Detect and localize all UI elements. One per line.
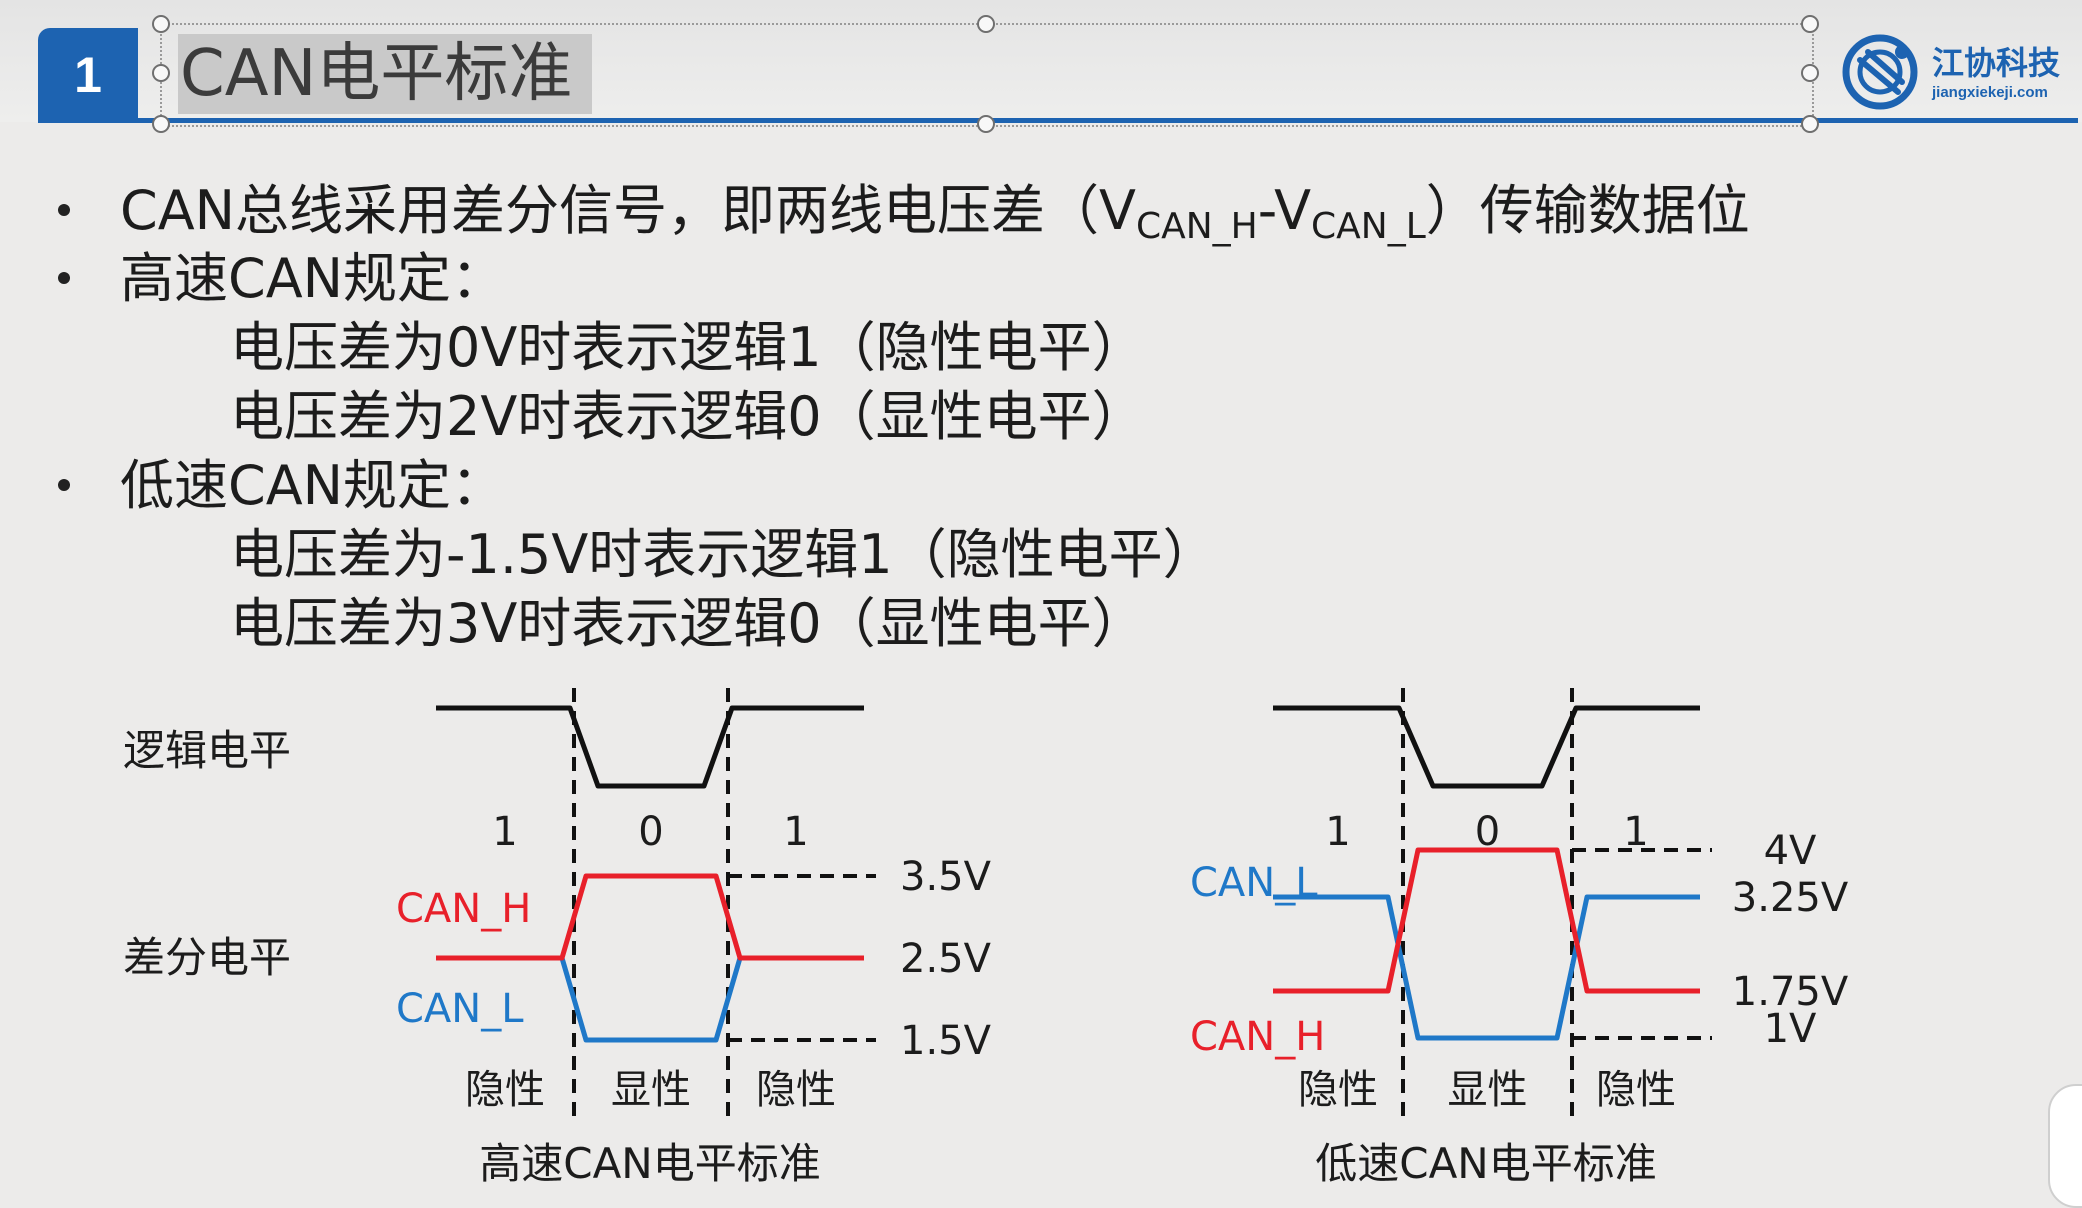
company-logo: 江协科技 jiangxiekeji.com (1838, 30, 2074, 114)
low-speed-bit-2: 1 (1623, 809, 1648, 855)
bullet-dot (58, 272, 70, 284)
high-speed-state-0: 隐性 (465, 1067, 545, 1113)
high-speed-caption: 高速CAN电平标准 (479, 1139, 820, 1188)
low-speed-can-h-waveform (1273, 847, 1700, 994)
low-speed-can-l-waveform (1273, 894, 1700, 1041)
high-speed-state-1: 显性 (611, 1067, 691, 1113)
row-label-logic: 逻辑电平 (123, 726, 291, 775)
low-speed-can-h-label: CAN_H (1190, 1014, 1325, 1060)
logo-url: jiangxiekeji.com (1932, 84, 2048, 101)
high-speed-bit-2: 1 (783, 809, 808, 855)
bullet-text-segment: ）传输数据位 (1425, 179, 1750, 242)
high-speed-bit-0: 1 (492, 809, 517, 855)
subscript-can-h: CAN_H (1135, 206, 1258, 247)
low-speed-logic-waveform (1273, 705, 1700, 789)
slide-title[interactable]: CAN电平标准 (178, 34, 593, 114)
low-speed-bit-1: 0 (1475, 809, 1500, 855)
low-speed-caption: 低速CAN电平标准 (1315, 1139, 1656, 1188)
bullet-text-segment: CAN总线采用差分信号，即两线电压差（V (120, 179, 1136, 242)
low-speed-level-label-0: 4V (1764, 828, 1817, 874)
high-speed-can-h-waveform (436, 873, 864, 961)
bullet-text-segment: -V (1257, 179, 1312, 242)
bullet-subline-2: 电压差为2V时表示逻辑0（显性电平） (230, 385, 1146, 448)
corner-scroll-widget[interactable] (2048, 1084, 2082, 1208)
low-speed-can-l-label: CAN_L (1190, 860, 1318, 906)
high-speed-level-label-2: 1.5V (900, 1018, 992, 1064)
high-speed-state-2: 隐性 (756, 1067, 836, 1113)
resize-handle-bottom-right[interactable] (1801, 115, 1819, 133)
low-speed-state-1: 显性 (1448, 1067, 1528, 1113)
resize-handle-top-center[interactable] (977, 15, 995, 33)
high-speed-logic-waveform (436, 705, 864, 789)
bullet-line-3: 低速CAN规定： (120, 454, 506, 517)
bullet-dot (58, 479, 70, 491)
slide-number-badge: 1 (38, 28, 138, 122)
bullet-subline-1: 电压差为0V时表示逻辑1（隐性电平） (230, 316, 1146, 379)
resize-handle-bottom-center[interactable] (977, 115, 995, 133)
high-speed-level-label-1: 2.5V (900, 936, 992, 982)
title-underline (38, 118, 2078, 123)
high-speed-level-label-0: 3.5V (900, 854, 992, 900)
resize-handle-top-left[interactable] (152, 15, 170, 33)
low-speed-level-label-3: 1V (1764, 1006, 1817, 1052)
low-speed-level-label-2: 1.75V (1732, 969, 1849, 1015)
high-speed-can-h-label: CAN_H (396, 886, 531, 932)
bullet-subline-4: 电压差为3V时表示逻辑0（显性电平） (230, 592, 1146, 655)
resize-handle-bottom-left[interactable] (152, 115, 170, 133)
low-speed-state-2: 隐性 (1596, 1067, 1676, 1113)
bullet-line-1: CAN总线采用差分信号，即两线电压差（VCAN_H-VCAN_L）传输数据位 (120, 178, 1750, 260)
bullet-subline-3: 电压差为-1.5V时表示逻辑1（隐性电平） (230, 523, 1217, 586)
subscript-can-l: CAN_L (1311, 206, 1426, 247)
resize-handle-middle-left[interactable] (152, 64, 170, 82)
jiangxie-logo-icon (1842, 34, 1918, 110)
resize-handle-top-right[interactable] (1801, 15, 1819, 33)
bullet-line-2: 高速CAN规定： (120, 247, 506, 310)
resize-handle-middle-right[interactable] (1801, 64, 1819, 82)
row-label-diff: 差分电平 (123, 933, 291, 982)
high-speed-bit-1: 0 (638, 809, 663, 855)
low-speed-level-label-1: 3.25V (1732, 875, 1849, 921)
low-speed-state-0: 隐性 (1298, 1067, 1378, 1113)
bullet-dot (58, 204, 70, 216)
low-speed-bit-0: 1 (1325, 809, 1350, 855)
high-speed-can-l-label: CAN_L (396, 986, 524, 1032)
logo-name: 江协科技 (1932, 44, 2061, 82)
